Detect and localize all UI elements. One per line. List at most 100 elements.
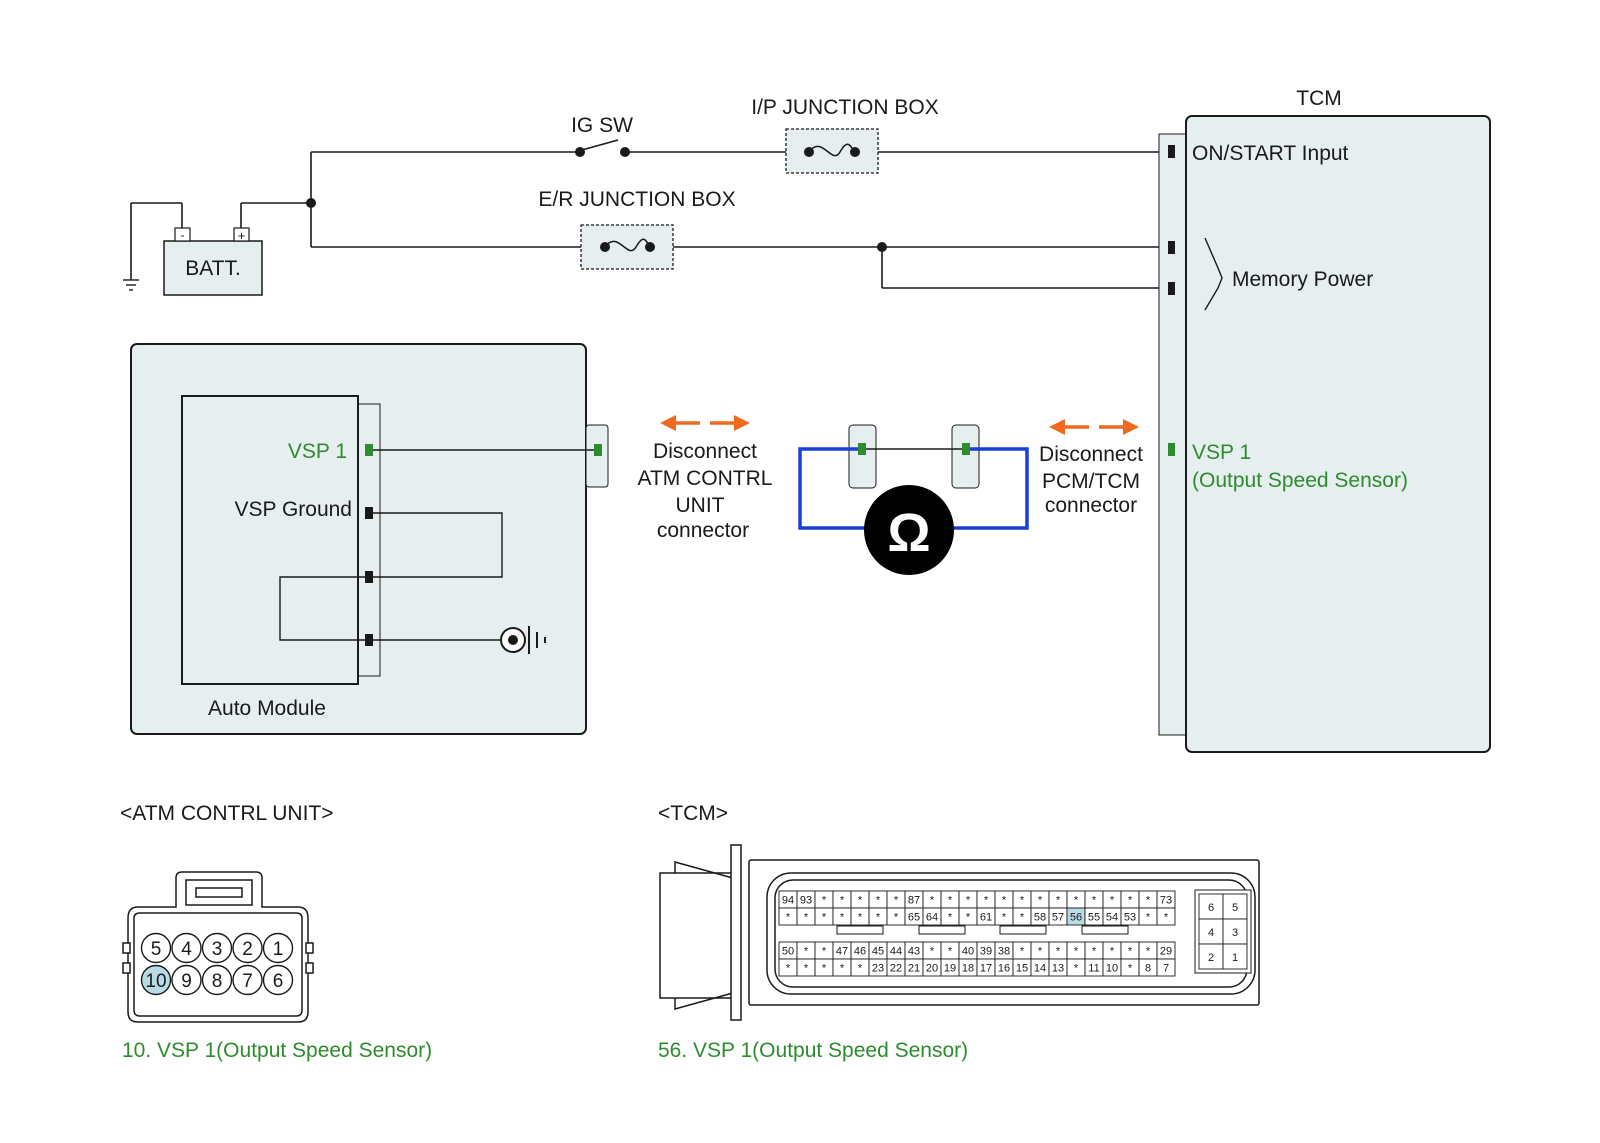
tcm-pin-memory-2 — [1168, 282, 1175, 295]
atm-pin-label-1: 1 — [273, 939, 284, 960]
disconnect-right-line-2: PCM/TCM — [1042, 470, 1140, 493]
chassis-ground-icon — [500, 626, 546, 654]
atm-pin-label-8: 8 — [212, 971, 223, 992]
tcm-connector-strip — [1158, 133, 1190, 736]
tcm-pin-label: 18 — [962, 963, 974, 975]
tcm-side-pin-label: 5 — [1232, 902, 1238, 914]
tcm-pin-label: * — [822, 912, 827, 924]
tcm-pin-label: 22 — [890, 963, 902, 975]
auto-module-label: Auto Module — [208, 697, 326, 720]
tcm-pin-label: * — [894, 912, 899, 924]
battery-label: BATT. — [185, 257, 241, 280]
tcm-pin-label: * — [1002, 912, 1007, 924]
tcm-key-slot — [999, 925, 1047, 935]
er-junction-box-label: E/R JUNCTION BOX — [538, 188, 735, 211]
ig-sw-label: IG SW — [571, 114, 633, 137]
tcm-side-pin-label: 4 — [1208, 927, 1214, 939]
tcm-pin-label: * — [840, 963, 845, 975]
battery-neg-terminal — [174, 227, 191, 242]
atm-pin-label-9: 9 — [181, 971, 192, 992]
splice-batt — [306, 198, 316, 208]
tcm-pin-label: * — [1038, 895, 1043, 907]
tcm-pin-label: * — [840, 895, 845, 907]
tcm-pin-label: * — [786, 963, 791, 975]
tcm-pin-label: 56 — [1070, 912, 1082, 924]
tcm-pin-label: * — [1164, 912, 1169, 924]
tcm-pin-cell — [1156, 907, 1176, 926]
tcm-pin-label: * — [1056, 895, 1061, 907]
tcm-pin-label: * — [822, 946, 827, 958]
tcm-pin-label: 94 — [782, 895, 794, 907]
tcm-pin-label: * — [1128, 963, 1133, 975]
tcm-pin-label: 57 — [1052, 912, 1064, 924]
power-wiring — [130, 151, 1172, 289]
tcm-side-pin-label: 1 — [1232, 952, 1238, 964]
atm-pin-6 — [262, 964, 294, 996]
tcm-pin-label: * — [948, 946, 953, 958]
tcm-pin-label: 39 — [980, 946, 992, 958]
tcm-pin-label: 7 — [1163, 963, 1169, 975]
atm-pin-label-10: 10 — [145, 971, 166, 992]
tcm-pin-label: * — [1020, 946, 1025, 958]
tcm-side-pin-cell — [1222, 943, 1248, 970]
disconnect-left-line-1: Disconnect — [653, 440, 757, 463]
am-wiring — [279, 449, 597, 641]
tcm-pin-label: * — [1146, 912, 1151, 924]
disconnect-left-line-2: ATM CONTRL — [638, 467, 773, 490]
tcm-pin-label: * — [984, 895, 989, 907]
tcm-pin-on-start — [1168, 145, 1175, 158]
tcm-pin-label: * — [876, 912, 881, 924]
tcm-pin-label: * — [1020, 895, 1025, 907]
ohmmeter-icon — [864, 485, 954, 575]
atm-pin-5 — [140, 932, 172, 964]
tcm-pin-label: * — [948, 912, 953, 924]
tcm-pin-label: * — [1146, 946, 1151, 958]
atm-control-unit-box — [181, 395, 359, 685]
ground-icon — [123, 279, 139, 291]
tcm-pin-label: 40 — [962, 946, 974, 958]
atm-connector-caption: 10. VSP 1(Output Speed Sensor) — [122, 1039, 432, 1062]
tcm-connector-caption: 56. VSP 1(Output Speed Sensor) — [658, 1039, 968, 1062]
am-vsp-ground-label: VSP Ground — [234, 498, 352, 521]
tcm-pin-label: 29 — [1160, 946, 1172, 958]
tcm-vsp1-label: VSP 1 — [1192, 441, 1251, 464]
tcm-on-start-label: ON/START Input — [1192, 142, 1349, 165]
tcm-pin-label: 23 — [872, 963, 884, 975]
tcm-title: TCM — [1296, 87, 1342, 110]
ip-fuse-icon — [804, 143, 860, 157]
disconnect-left-line-3: UNIT — [676, 494, 725, 517]
battery-box — [163, 240, 263, 296]
tcm-pin-label: * — [894, 895, 899, 907]
am-side-pin-vsp1 — [594, 444, 602, 456]
tcm-pin-label: 21 — [908, 963, 920, 975]
tcm-pin-label: * — [840, 912, 845, 924]
tcm-pin-label: * — [858, 963, 863, 975]
tcm-pin-label: * — [948, 895, 953, 907]
tcm-pin-label: * — [1074, 946, 1079, 958]
tcm-pin-label: 50 — [782, 946, 794, 958]
tcm-pin-label: 8 — [1145, 963, 1151, 975]
atm-pin-label-4: 4 — [181, 939, 192, 960]
tcm-memory-power-label: Memory Power — [1232, 268, 1373, 291]
tcm-pin-label: 64 — [926, 912, 938, 924]
tcm-pin-memory-1 — [1168, 241, 1175, 254]
tcm-pin-label: * — [1128, 895, 1133, 907]
tcm-pin-label: 10 — [1106, 963, 1118, 975]
tcm-pin-label: * — [966, 912, 971, 924]
tcm-pin-label: 87 — [908, 895, 920, 907]
atm-pin-3 — [201, 932, 233, 964]
ip-junction-box-label: I/P JUNCTION BOX — [751, 96, 938, 119]
tcm-pin-label: * — [858, 895, 863, 907]
tcm-pin-label: 47 — [836, 946, 848, 958]
tcm-side-pin-cell — [1222, 893, 1248, 920]
tcm-pin-label: 20 — [926, 963, 938, 975]
tcm-pin-label: 54 — [1106, 912, 1118, 924]
tcm-pin-label: * — [1074, 895, 1079, 907]
tcm-pin-cell — [1156, 958, 1176, 977]
disconnect-left-line-4: connector — [657, 519, 749, 542]
atm-pin-label-7: 7 — [242, 971, 253, 992]
atm-pin-2 — [232, 932, 263, 964]
tcm-pin-label: 61 — [980, 912, 992, 924]
tcm-side-pin-cell — [1198, 943, 1224, 970]
